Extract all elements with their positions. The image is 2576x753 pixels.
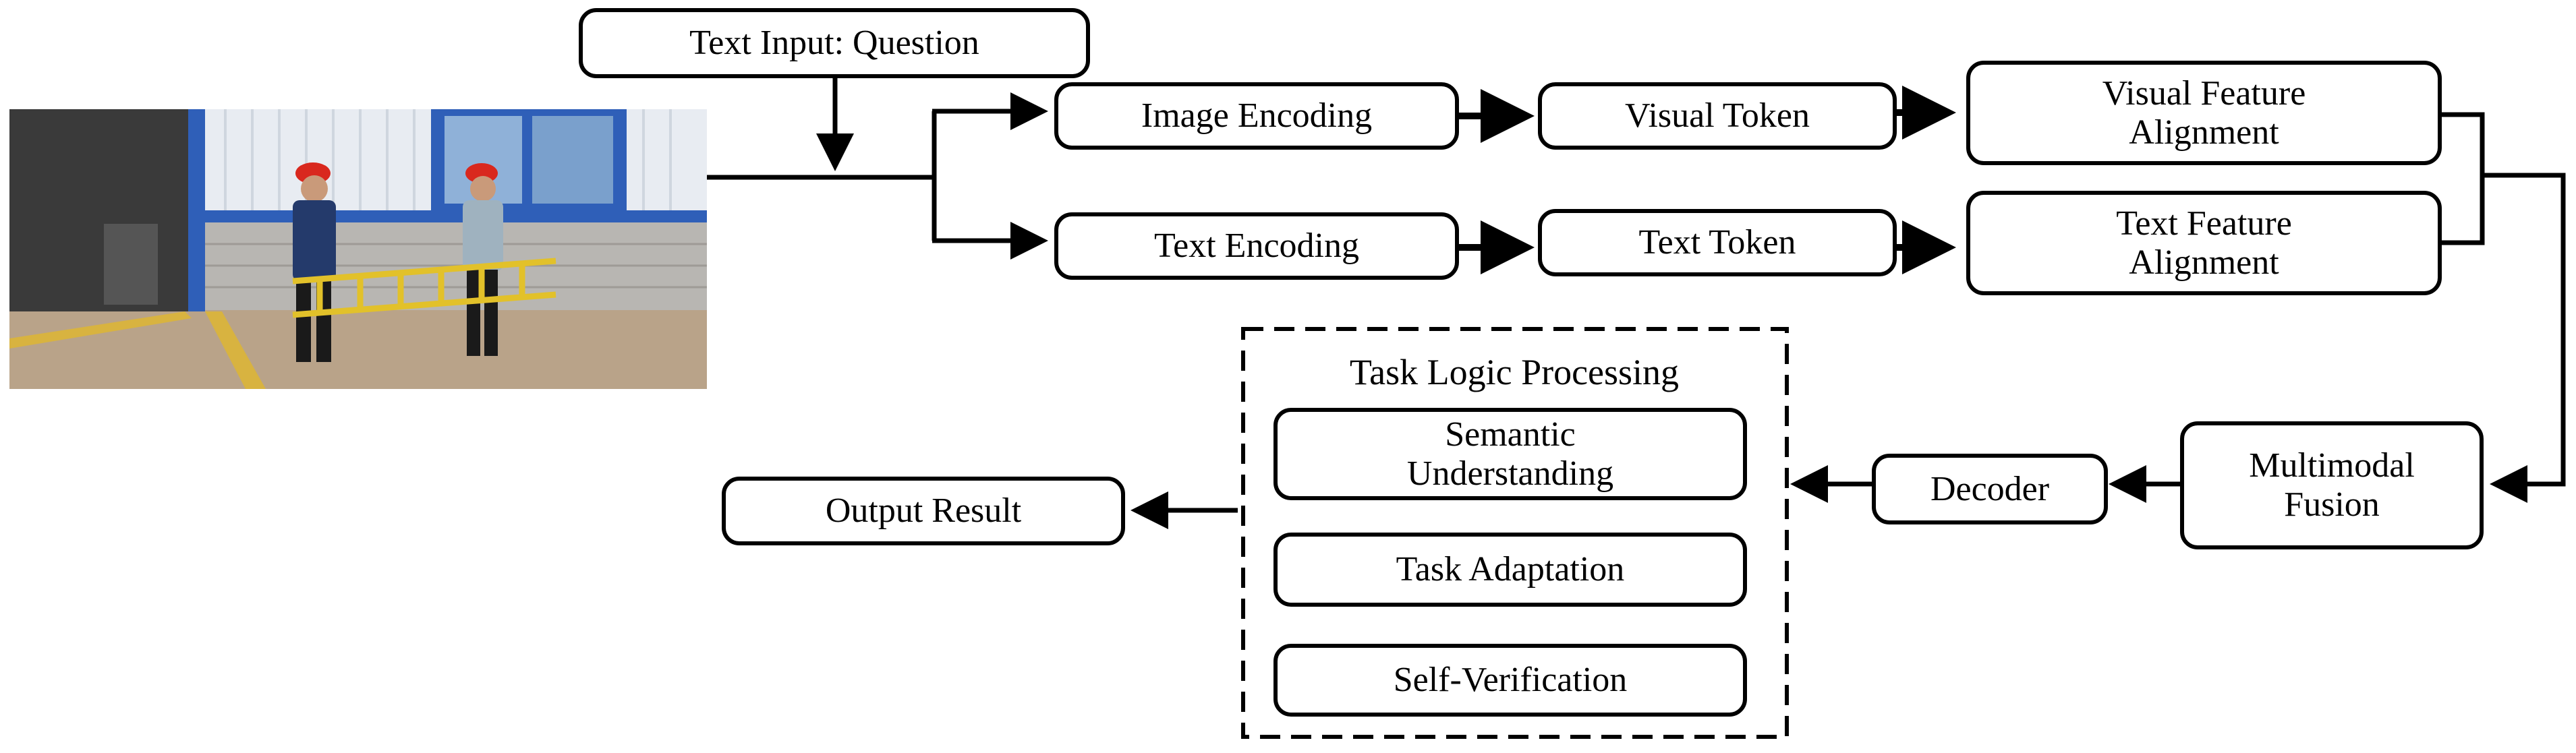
image-encoding-box: Image Encoding: [1054, 82, 1459, 150]
task-adaptation-label: Task Adaptation: [1396, 550, 1625, 589]
fusion-label-line2: Fusion: [2284, 485, 2380, 524]
decoder-label: Decoder: [1930, 469, 2050, 508]
merge-to-fusion-arrow: [2482, 173, 2566, 503]
text-encoding-box: Text Encoding: [1054, 212, 1459, 280]
vfa-to-merge-line: [2442, 112, 2485, 175]
task-adaptation-box: Task Adaptation: [1273, 533, 1747, 607]
tfa-to-merge-line: [2442, 175, 2485, 245]
semantic-label-line2: Understanding: [1406, 454, 1614, 493]
visual-feature-alignment-box: Visual Feature Alignment: [1966, 61, 2442, 165]
image-encoding-label: Image Encoding: [1141, 96, 1373, 135]
visual-token-label: Visual Token: [1625, 96, 1810, 135]
task-logic-group-title: Task Logic Processing: [1349, 352, 1680, 392]
tfa-label-line2: Alignment: [2129, 243, 2279, 282]
text-token-label: Text Token: [1638, 223, 1796, 262]
semantic-understanding-box: Semantic Understanding: [1273, 408, 1747, 500]
self-verification-box: Self-Verification: [1273, 644, 1747, 717]
text-token-box: Text Token: [1538, 209, 1897, 276]
output-result-box: Output Result: [722, 477, 1125, 545]
vfa-label-line1: Visual Feature: [2102, 73, 2306, 113]
multimodal-fusion-box: Multimodal Fusion: [2180, 421, 2484, 549]
input-image: [9, 109, 707, 389]
output-result-label: Output Result: [825, 491, 1022, 530]
decoder-box: Decoder: [1872, 454, 2108, 524]
tfa-label-line1: Text Feature: [2116, 204, 2292, 243]
semantic-label-line1: Semantic: [1445, 415, 1576, 454]
fusion-label-line1: Multimodal: [2249, 446, 2415, 485]
text-encoding-label: Text Encoding: [1154, 227, 1359, 265]
visual-token-box: Visual Token: [1538, 82, 1897, 150]
text-input-label: Text Input: Question: [689, 24, 979, 62]
workers-ladder-photo: [9, 109, 707, 389]
vfa-label-line2: Alignment: [2129, 113, 2279, 152]
text-input-question-box: Text Input: Question: [579, 8, 1090, 78]
task-logic-group-border: [1241, 327, 1789, 739]
self-verification-label: Self-Verification: [1393, 661, 1628, 699]
text-feature-alignment-box: Text Feature Alignment: [1966, 191, 2442, 295]
